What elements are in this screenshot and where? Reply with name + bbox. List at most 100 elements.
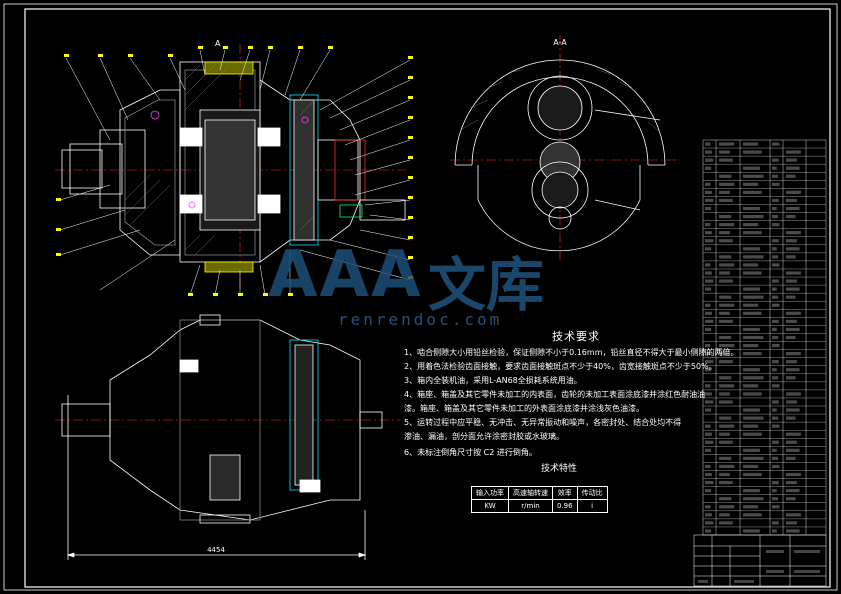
bom-cell-mark [772, 239, 779, 243]
bom-cell-mark [786, 352, 801, 356]
bom-cell-mark [705, 472, 712, 477]
bom-cell-mark [719, 513, 730, 517]
bom-cell-mark [772, 174, 779, 178]
bom-cell-mark [705, 303, 711, 307]
bom-cell-mark [772, 505, 780, 509]
bom-cell-mark [772, 480, 779, 485]
bom-cell-mark [719, 255, 732, 259]
bom-cell-mark [705, 190, 712, 195]
bom-cell-mark [786, 295, 796, 299]
bom-cell-mark [719, 432, 730, 436]
bom-cell-mark [719, 480, 733, 485]
bom-cell-mark [786, 158, 797, 162]
bom-cell-mark [719, 263, 735, 267]
bom-cell-mark [705, 271, 712, 275]
bom-cell-mark [743, 505, 759, 509]
bom-cell-mark [743, 392, 762, 396]
section-mark-top: A [215, 39, 221, 48]
bom-cell-mark [786, 287, 800, 291]
dimension-overall-length: 4454 [207, 546, 225, 554]
bom-cell-mark [743, 384, 759, 388]
bom-cell-mark [772, 158, 779, 162]
bom-cell-mark [719, 158, 733, 162]
bom-cell-mark [743, 303, 759, 307]
bom-cell-mark [743, 311, 762, 315]
bom-cell-mark [705, 263, 711, 267]
bom-cell-mark [772, 214, 779, 219]
bom-cell-mark [772, 400, 779, 404]
bom-cell-mark [719, 239, 733, 243]
bom-cell-mark [719, 521, 733, 525]
bom-cell-mark [786, 311, 801, 315]
bom-cell-mark [719, 231, 730, 235]
bom-cell-mark [705, 206, 712, 211]
bom-cell-mark [786, 327, 800, 332]
bom-cell-mark [772, 303, 780, 307]
bom-cell-mark [786, 174, 796, 178]
performance-value-row: KW r/min 0.96 i [471, 499, 608, 513]
title-block-marks [698, 550, 820, 583]
bom-cell-mark [786, 150, 801, 154]
bom-cell-mark [719, 271, 730, 275]
bom-cell-mark [743, 343, 759, 348]
bom-cell-mark [786, 335, 796, 340]
bom-cell-mark [786, 231, 801, 235]
watermark-url: renrendoc.com [338, 310, 503, 329]
perf-header-power: 输入功率 [471, 486, 509, 500]
bom-cell-mark [705, 311, 712, 315]
bom-cell-mark [772, 142, 780, 146]
balloon-labels [56, 46, 413, 296]
bom-cell-mark [786, 432, 801, 436]
bom-cell-mark [705, 521, 714, 525]
bom-cell-mark [786, 400, 797, 404]
bom-cell-mark [705, 360, 714, 364]
bom-cell-mark [705, 464, 711, 469]
bom-cell-mark [719, 311, 730, 315]
bom-cell-mark [705, 158, 714, 162]
bom-cell-mark [705, 505, 711, 509]
leader-lines [59, 49, 411, 296]
bom-cell-mark [705, 166, 712, 170]
bom-cell-mark [772, 182, 780, 186]
bom-cell-mark [719, 335, 732, 340]
watermark: AAA 文库 renrendoc.com [268, 222, 568, 342]
bom-cell-mark [772, 247, 777, 251]
bom-cell-mark [786, 198, 797, 203]
performance-title: 技术特性 [541, 464, 578, 474]
bom-cell-mark [786, 392, 801, 396]
bom-cell-mark [743, 456, 764, 461]
bom-cell-mark [743, 448, 760, 452]
bom-cell-mark [719, 214, 732, 219]
bom-cell-mark [743, 327, 760, 332]
bom-cell-mark [786, 206, 800, 211]
perf-value-efficiency: 0.96 [552, 499, 578, 513]
bom-cell-mark [719, 174, 732, 178]
bom-cell-mark [772, 521, 779, 525]
bom-cell-mark [772, 424, 780, 428]
bom-cell-mark [786, 368, 800, 372]
bom-cell-mark [786, 408, 800, 412]
bom-cell-mark [719, 440, 733, 444]
bom-cell-mark [743, 206, 760, 211]
bom-cell-mark [772, 529, 777, 533]
bom-cell-mark [719, 182, 735, 186]
bom-cell-mark [772, 408, 777, 412]
requirement-item-7: 渗油、漏油，剖分面允许涂密封胶或水玻璃。 [404, 432, 564, 441]
bom-cell-mark [743, 295, 764, 299]
bom-cell-mark [719, 360, 733, 364]
bom-cell-mark [786, 456, 796, 461]
bom-cell-mark [786, 239, 797, 243]
bom-cell-mark [719, 424, 735, 428]
requirements-title: 技术要求 [552, 330, 600, 343]
bom-cell-mark [743, 166, 760, 170]
bom-cell-mark [786, 214, 796, 219]
bom-cell-mark [743, 231, 762, 235]
bom-cell-mark [705, 424, 711, 428]
bom-cell-mark [772, 376, 779, 380]
bom-cell-mark [705, 432, 712, 436]
inner-frame [24, 8, 831, 588]
bom-cell-mark [786, 440, 797, 444]
section-view-label: A-A [553, 38, 567, 47]
bom-cell-mark [743, 352, 762, 356]
bom-cell-mark [743, 190, 762, 195]
